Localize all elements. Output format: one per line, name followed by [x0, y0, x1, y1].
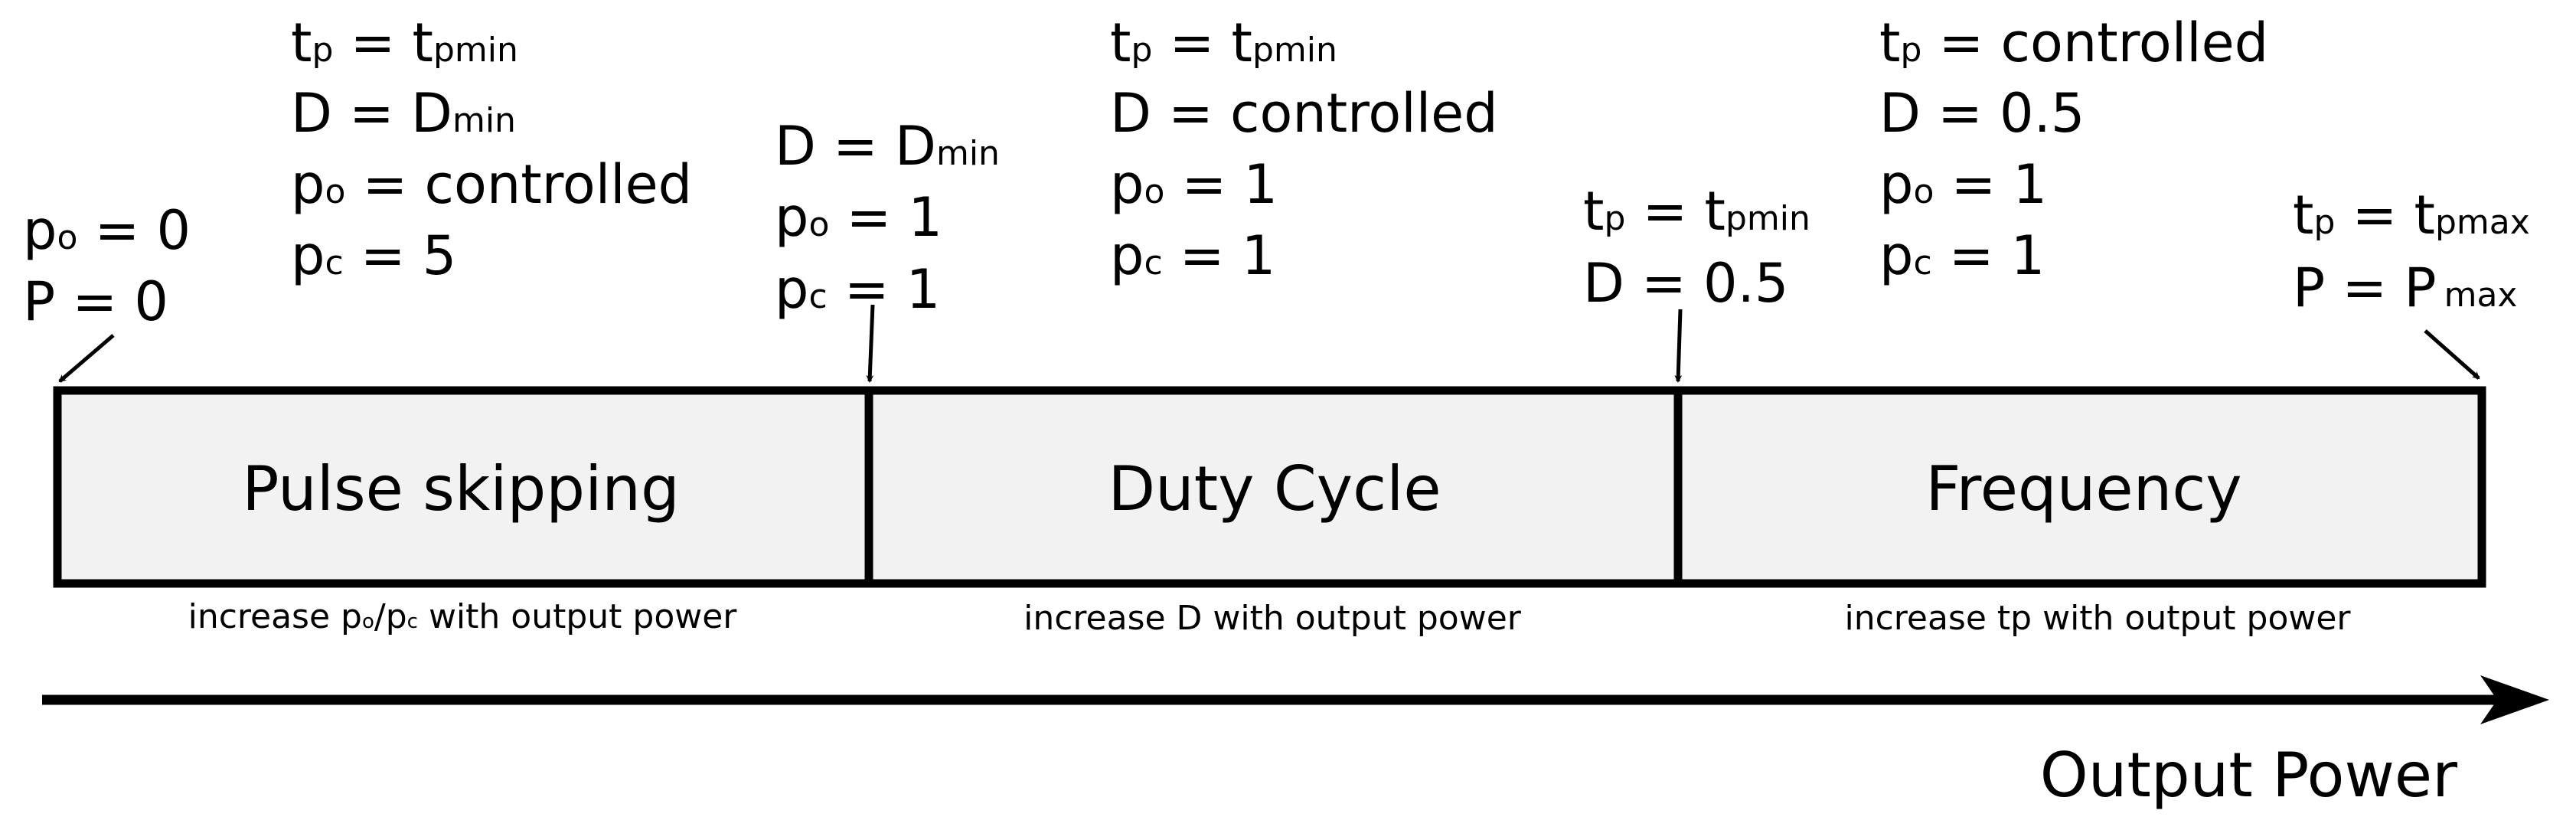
- boundary-start-conditions: po = 0 P = 0: [23, 199, 191, 333]
- dcfr-d-label: D = 0.5: [1583, 252, 1788, 315]
- region-label-frequency: Frequency: [1925, 453, 2241, 524]
- dc-fr-arrow: [1674, 309, 1683, 383]
- ps-po-label: po = controlled: [291, 153, 692, 216]
- ps-d-label: D = Dmin: [291, 82, 516, 145]
- dc-po-label: po = 1: [1110, 153, 1278, 216]
- dc-pc-label: pc = 1: [1110, 224, 1275, 287]
- region-note-frequency: increase tp with output power: [1844, 599, 2351, 638]
- ps-dc-arrow: [866, 304, 875, 383]
- psdc-pc-label: pc = 1: [775, 258, 940, 321]
- fr-tp-label: tp = controlled: [1879, 11, 2268, 74]
- end-tp-label: tp = tpmax: [2293, 184, 2530, 247]
- box-pulse-skipping: [53, 386, 873, 588]
- output-power-axis: Output Power: [42, 675, 2549, 811]
- frequency-conditions: tp = controlled D = 0.5 po = 1 pc = 1: [1879, 11, 2268, 287]
- boundary-ps-dc-conditions: D = Dmin po = 1 pc = 1: [775, 115, 1000, 321]
- dcfr-tp-label: tp = tpmin: [1583, 180, 1810, 243]
- start-po-label: po = 0: [23, 199, 191, 262]
- fr-d-label: D = 0.5: [1879, 82, 2085, 145]
- region-label-pulse-skipping: Pulse skipping: [242, 453, 680, 524]
- axis-label: Output Power: [2040, 740, 2457, 811]
- box-frequency: [1673, 386, 2486, 588]
- start-p-label: P = 0: [23, 270, 168, 333]
- psdc-po-label: po = 1: [775, 186, 942, 249]
- boundary-dc-fr-conditions: tp = tpmin D = 0.5: [1583, 180, 1810, 315]
- region-note-duty-cycle: increase D with output power: [1024, 599, 1522, 638]
- psdc-d-label: D = Dmin: [775, 115, 1000, 178]
- dc-tp-label: tp = tpmin: [1110, 11, 1337, 74]
- region-note-pulse-skipping: increase po/pc with output power: [188, 597, 738, 636]
- ps-pc-label: pc = 5: [291, 224, 456, 287]
- region-label-duty-cycle: Duty Cycle: [1108, 453, 1441, 524]
- ps-tp-label: tp = tpmin: [291, 11, 518, 74]
- start-arrow: [58, 334, 115, 383]
- fr-pc-label: pc = 1: [1879, 224, 2045, 287]
- fr-po-label: po = 1: [1879, 153, 2047, 216]
- region-boxes: [53, 386, 2486, 588]
- pulse-skipping-conditions: tp = tpmin D = Dmin po = controlled pc =…: [291, 11, 692, 287]
- axis-arrowhead: [2480, 675, 2549, 724]
- dc-d-label: D = controlled: [1110, 82, 1498, 145]
- duty-cycle-conditions: tp = tpmin D = controlled po = 1 pc = 1: [1110, 11, 1498, 287]
- box-duty-cycle: [864, 386, 1683, 588]
- end-arrow: [2424, 329, 2480, 380]
